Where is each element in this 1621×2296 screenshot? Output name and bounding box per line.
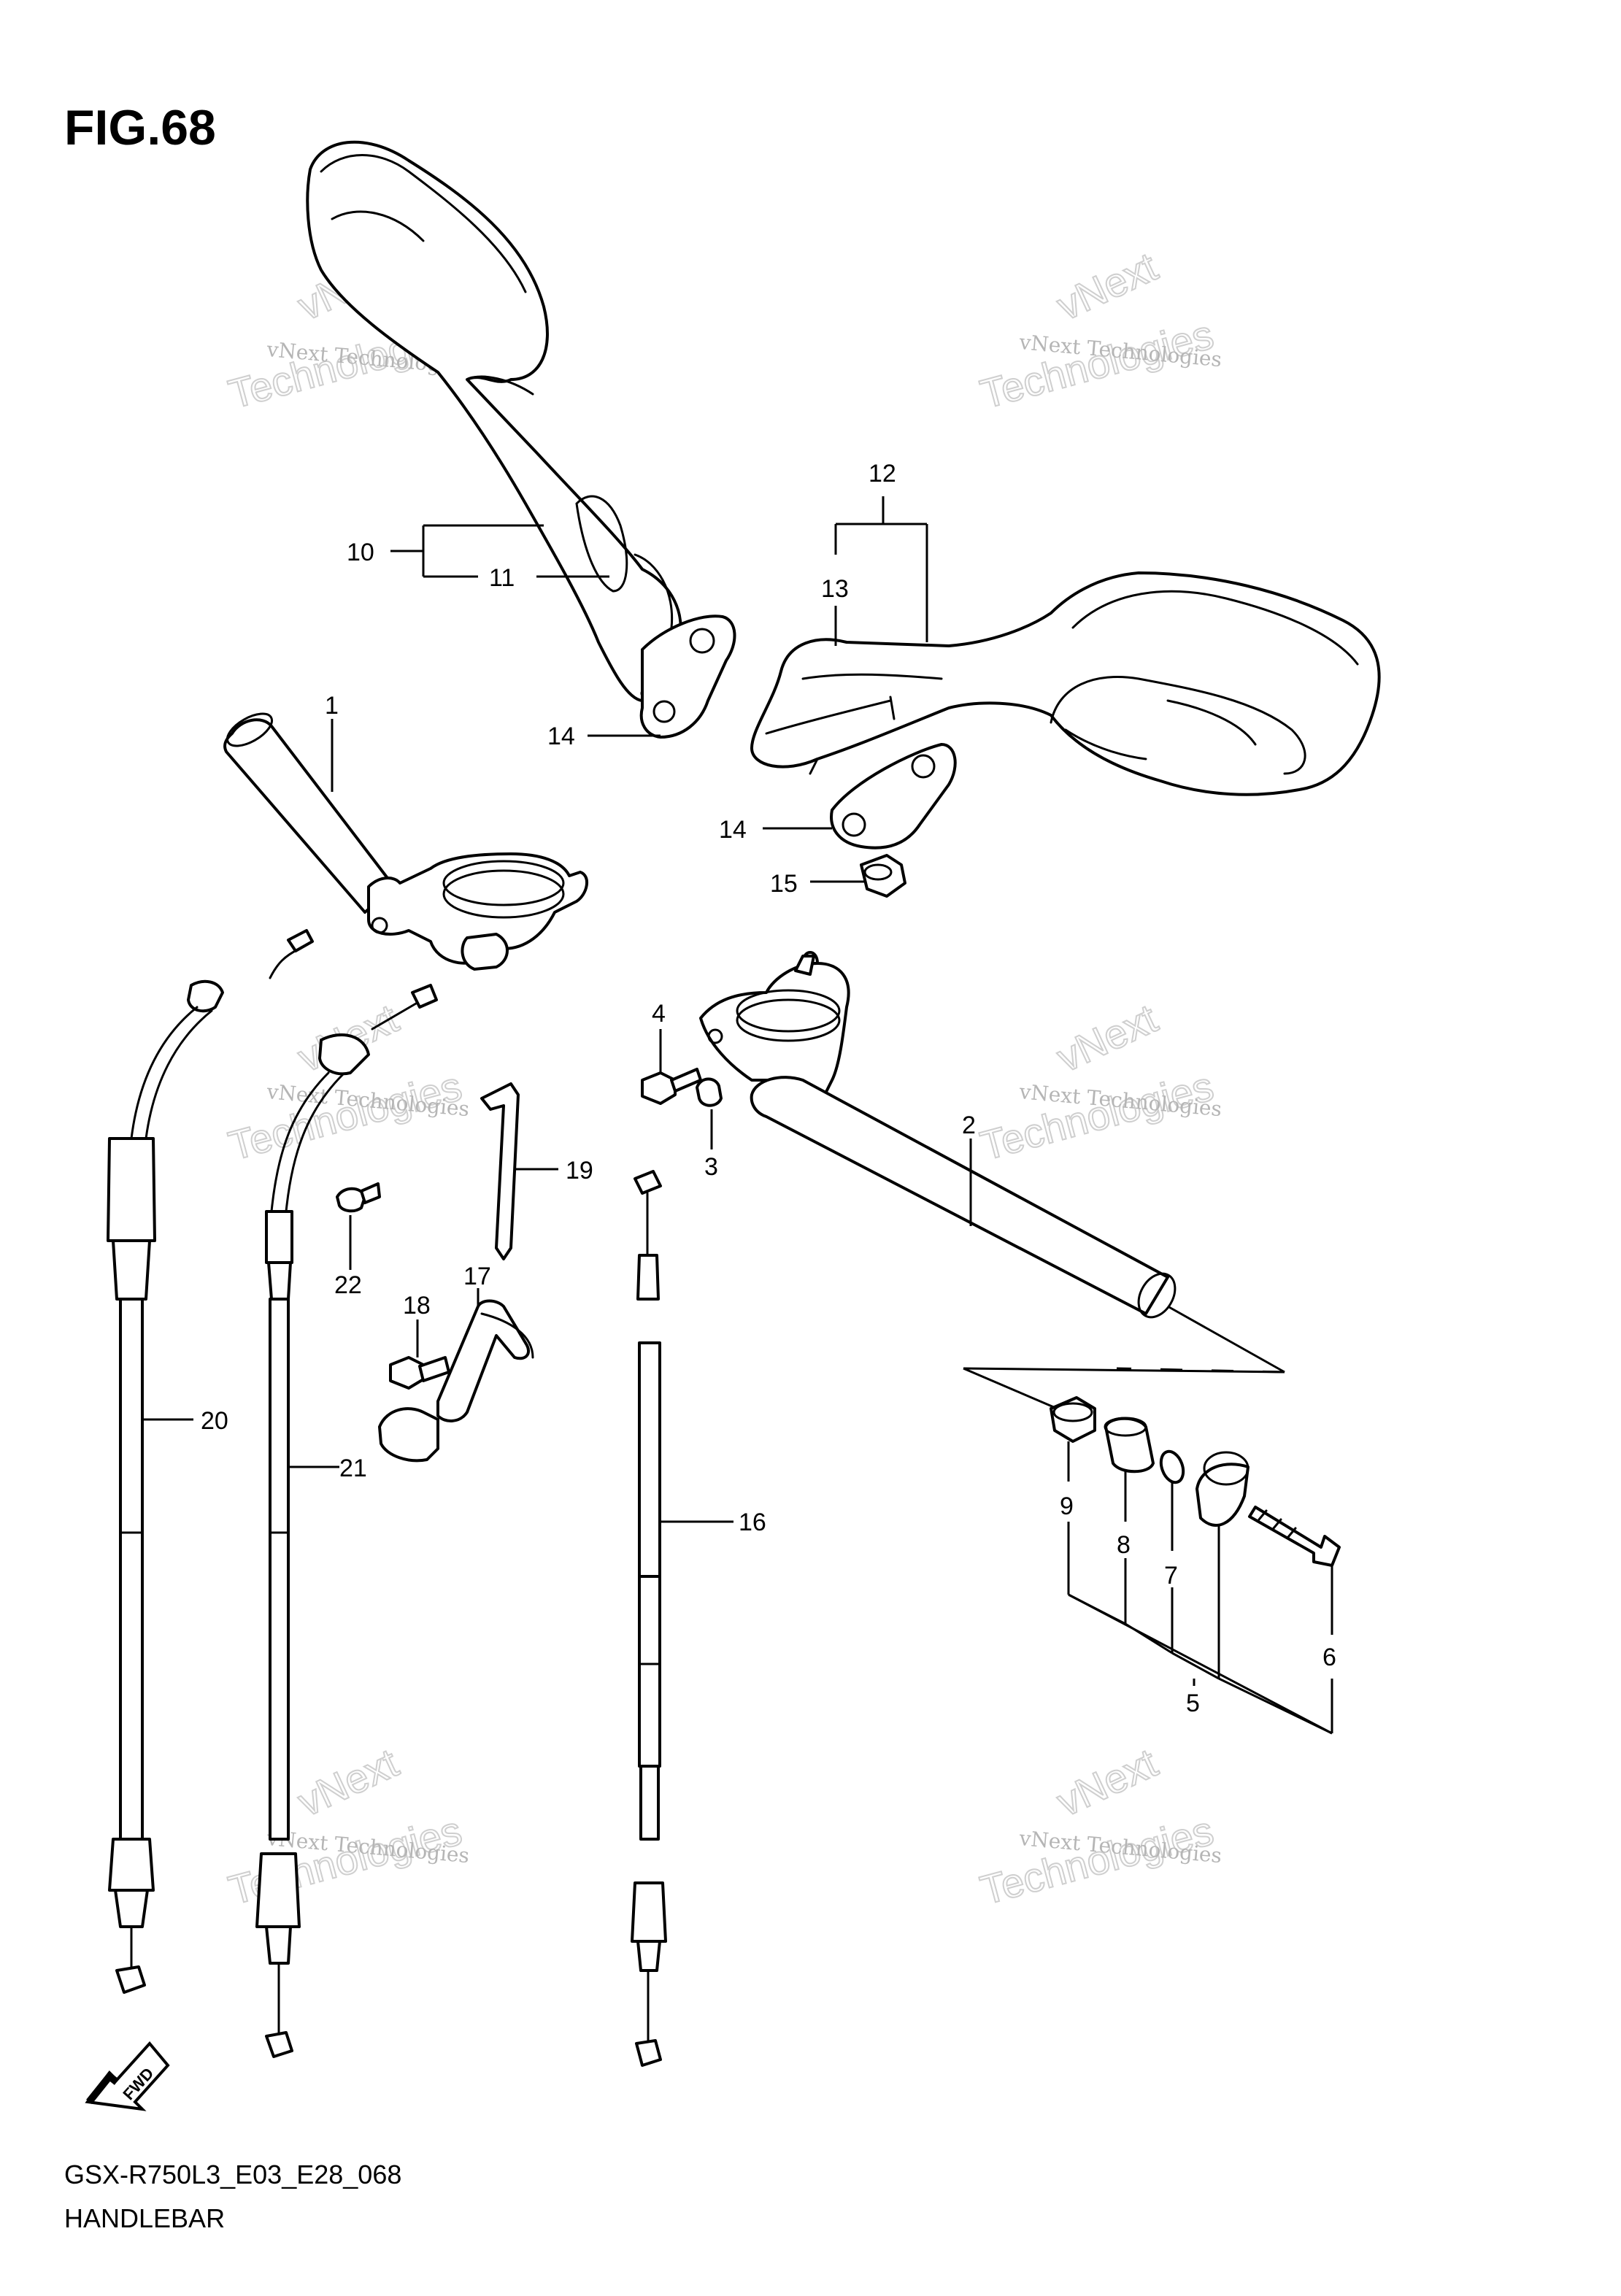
watermark-word-vnext: vNext	[1050, 1739, 1164, 1825]
right-mirror[interactable]	[750, 571, 1381, 796]
callout-1: 1	[325, 692, 339, 720]
watermark-bottom-right: vNext Technologies vNext Technologies	[975, 1738, 1223, 1914]
callout-7: 7	[1164, 1562, 1178, 1590]
callout-20: 20	[201, 1407, 228, 1435]
callout-9: 9	[1060, 1492, 1074, 1520]
handlebar-right[interactable]	[699, 951, 1182, 1324]
left-mirror[interactable]	[306, 140, 682, 702]
throttle-cable-21[interactable]	[255, 984, 438, 2058]
clutch-cable-16[interactable]	[631, 1170, 667, 2067]
callout-18: 18	[403, 1292, 431, 1320]
cable-guide-19[interactable]	[480, 1082, 520, 1260]
watermark-word-vnext: vNext	[1050, 995, 1164, 1081]
callout-5: 5	[1186, 1690, 1200, 1717]
bar-end-washer-7[interactable]	[1157, 1449, 1187, 1486]
callout-12: 12	[869, 460, 896, 488]
clamp-washer-3[interactable]	[696, 1077, 723, 1107]
mirror-bracket-left-14[interactable]	[639, 615, 736, 739]
watermark-word-vnext: vNext	[1050, 243, 1164, 329]
watermark-word-vnext: vNext	[290, 1739, 405, 1825]
watermark-mid-left: vNext Technologies vNext Technologies	[223, 994, 471, 1169]
callout-numbers: 10 11 12 13 14 14 15 1 2 3 4 5 6 7 8 9 1…	[201, 460, 1336, 1717]
callout-14-right: 14	[719, 816, 747, 844]
fwd-arrow-icon: FWD	[85, 2041, 170, 2111]
callout-4: 4	[652, 1000, 666, 1028]
callout-8: 8	[1117, 1531, 1131, 1559]
callout-3: 3	[704, 1153, 718, 1181]
handlebar-left[interactable]	[223, 707, 588, 971]
callout-11: 11	[489, 564, 515, 592]
callout-2: 2	[962, 1112, 976, 1139]
bolt-18[interactable]	[389, 1356, 450, 1390]
callout-21: 21	[339, 1455, 367, 1482]
diagram-code: GSX-R750L3_E03_E28_068	[64, 2160, 401, 2189]
mirror-nut-15[interactable]	[860, 854, 906, 898]
watermark-mid-right: vNext Technologies vNext Technologies	[975, 994, 1223, 1169]
watermark-top-right: vNext Technologies vNext Technologies	[975, 242, 1223, 417]
bar-end-spacer-8[interactable]	[1104, 1417, 1155, 1473]
bar-end-weight-5[interactable]	[1195, 1451, 1250, 1527]
bar-end-screw-6[interactable]	[1248, 1506, 1341, 1567]
callout-14-left: 14	[547, 723, 575, 750]
assembly-guide-lines	[963, 1305, 1285, 1414]
callout-6: 6	[1322, 1644, 1336, 1671]
diagram-name: HANDLEBAR	[64, 2203, 225, 2233]
screw-22[interactable]	[336, 1182, 381, 1213]
callout-19: 19	[566, 1157, 593, 1184]
figure-title: FIG.68	[64, 100, 216, 155]
cable-clamp-17[interactable]	[378, 1299, 534, 1463]
mirror-bracket-right-14[interactable]	[830, 743, 957, 850]
callout-15: 15	[770, 870, 798, 898]
bar-end-collar-9[interactable]	[1050, 1396, 1096, 1443]
callout-13: 13	[821, 575, 849, 603]
callout-10: 10	[347, 539, 374, 566]
clamp-bolt-4[interactable]	[641, 1068, 702, 1105]
callout-16: 16	[739, 1509, 766, 1536]
callout-22: 22	[334, 1271, 362, 1299]
leader-lines	[142, 496, 1333, 1735]
callout-17: 17	[463, 1263, 491, 1290]
throttle-cable-20[interactable]	[107, 929, 314, 1994]
